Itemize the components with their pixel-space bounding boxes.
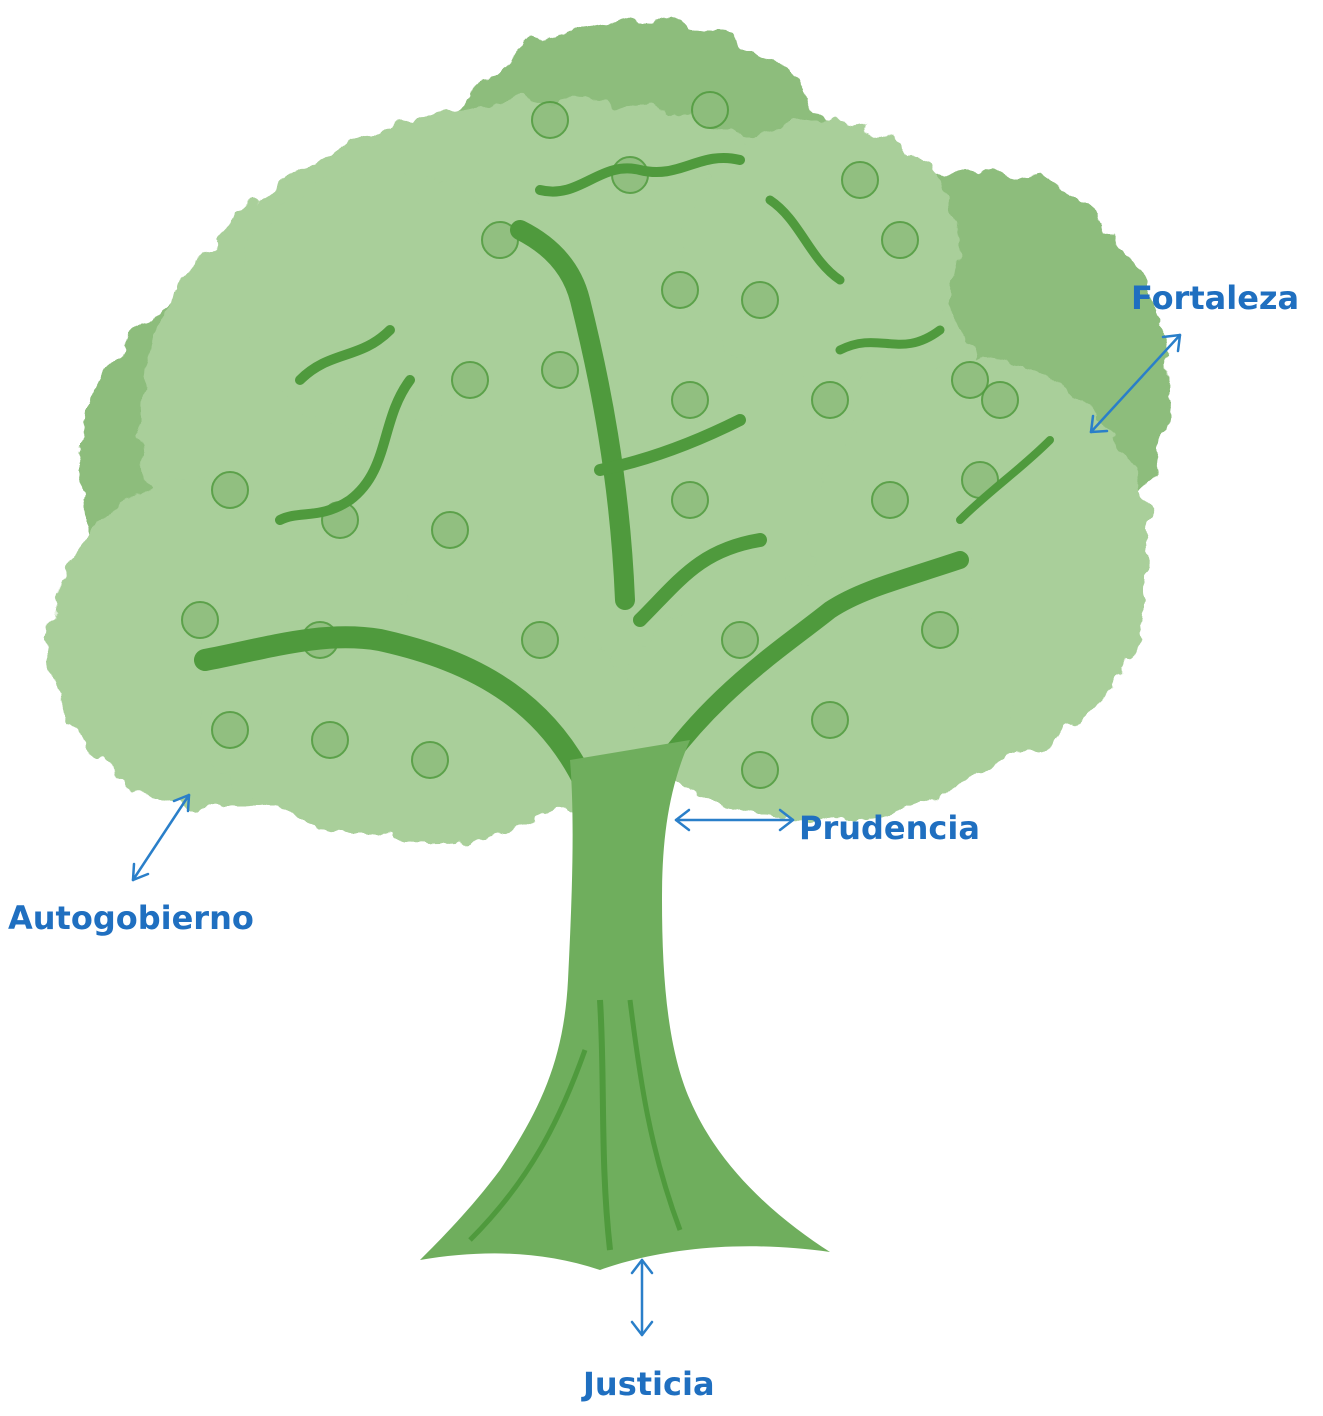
fruit-cluster	[522, 622, 558, 658]
label-prudencia: Prudencia	[799, 812, 980, 844]
fruit-cluster	[312, 722, 348, 758]
fruit-cluster	[742, 752, 778, 788]
fruit-cluster	[662, 272, 698, 308]
fruit-cluster	[532, 102, 568, 138]
fruit-cluster	[922, 612, 958, 648]
justicia-arrow	[632, 1260, 652, 1335]
fruit-cluster	[952, 362, 988, 398]
fruit-cluster	[872, 482, 908, 518]
fruit-cluster	[692, 92, 728, 128]
fruit-cluster	[722, 622, 758, 658]
fruit-cluster	[212, 472, 248, 508]
autogobierno-arrow	[133, 795, 189, 880]
fruit-cluster	[882, 222, 918, 258]
fruit-cluster	[742, 282, 778, 318]
label-justicia: Justicia	[583, 1368, 715, 1400]
fruit-cluster	[182, 602, 218, 638]
fruit-cluster	[542, 352, 578, 388]
fruit-cluster	[672, 382, 708, 418]
fruit-cluster	[842, 162, 878, 198]
label-autogobierno: Autogobierno	[8, 902, 254, 934]
fruit-cluster	[812, 702, 848, 738]
fruit-cluster	[212, 712, 248, 748]
fruit-cluster	[672, 482, 708, 518]
fruit-cluster	[432, 512, 468, 548]
label-fortaleza: Fortaleza	[1131, 282, 1299, 314]
fruit-cluster	[452, 362, 488, 398]
fruit-cluster	[812, 382, 848, 418]
fruit-cluster	[412, 742, 448, 778]
